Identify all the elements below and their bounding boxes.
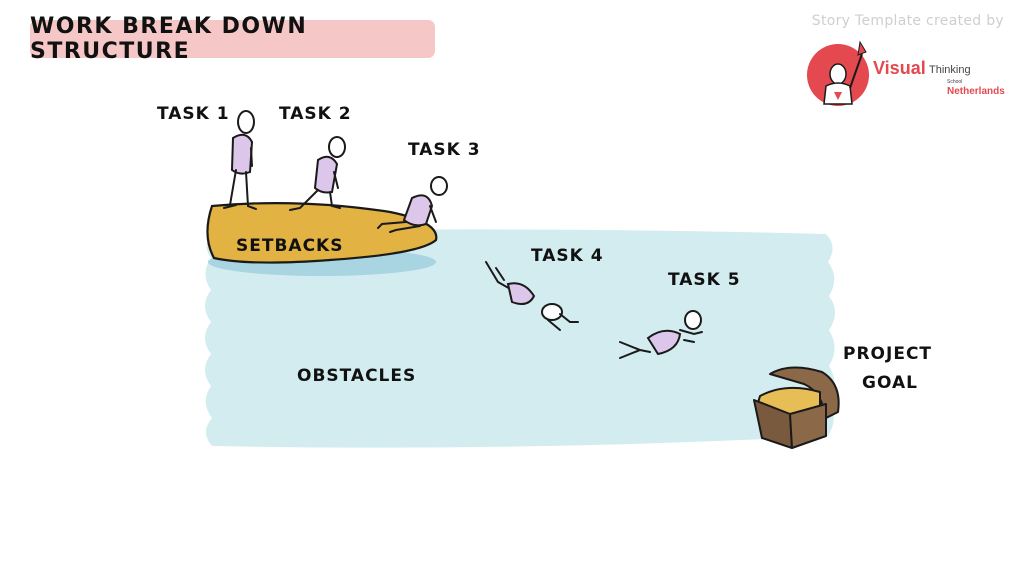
- task4-label: TASK 4: [531, 246, 604, 266]
- logo-text-thinking: Thinking: [929, 64, 971, 76]
- task1-label: TASK 1: [157, 104, 230, 124]
- page-title: WORK BREAK DOWN STRUCTURE: [30, 14, 435, 64]
- task3-label: TASK 3: [408, 140, 481, 160]
- logo-text-visual: Visual: [873, 58, 926, 78]
- logo-text-netherlands: Netherlands: [947, 86, 1005, 97]
- obstacles-label: OBSTACLES: [297, 366, 417, 386]
- task2-figure: [289, 136, 346, 211]
- project-goal-label-line1: PROJECT: [843, 344, 933, 364]
- logo-text-school: School: [947, 79, 963, 85]
- task4-figure: [485, 261, 579, 331]
- treasure-chest: [753, 366, 840, 449]
- setbacks-label: SETBACKS: [236, 236, 344, 256]
- task5-label: TASK 5: [668, 270, 741, 290]
- task2-label: TASK 2: [279, 104, 352, 124]
- water-area: [205, 229, 835, 448]
- credit-text: Story Template created by: [811, 13, 1004, 29]
- task5-figure: [619, 310, 703, 359]
- task3-figure: [377, 176, 448, 233]
- logo-mark: [807, 40, 869, 106]
- project-goal-label-line2: GOAL: [862, 373, 918, 393]
- task1-figure: [223, 110, 257, 210]
- visual-thinking-logo: Visual Thinking School Netherlands: [805, 40, 1015, 110]
